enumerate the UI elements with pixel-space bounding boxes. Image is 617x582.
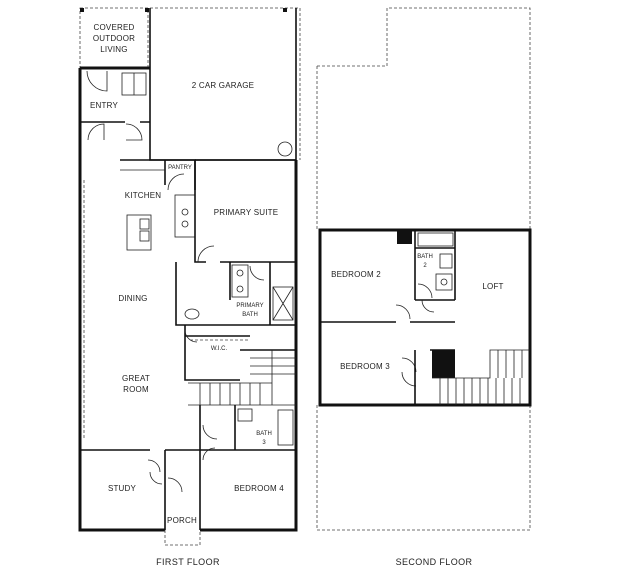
room-label-room: ROOM [123,385,149,394]
island-sink [139,218,150,230]
toilet [439,253,453,269]
room-label-outdoor: OUTDOOR [93,34,135,43]
chase [397,230,412,244]
stair-treads [250,357,296,375]
entry-door-swing [86,70,108,92]
room-label-wic: W.I.C. [211,346,228,352]
corner-post [145,8,149,12]
bathtub [277,409,294,446]
porch-door [167,477,183,493]
primary-bath-wall [175,262,296,326]
stair-wall [240,349,297,440]
room-label-bath3-number: 3 [262,440,266,446]
second-floor-labels: BEDROOM 2 BATH 2 LOFT BEDROOM 3 SECOND F… [331,254,503,567]
garage-outline [150,7,301,160]
room-label-living: LIVING [100,45,127,54]
vanity-sink [236,285,244,293]
room-label-garage: 2 CAR GARAGE [192,81,254,90]
study-door [147,459,161,473]
island-sink [139,230,150,242]
second-floor-exterior-wall [318,228,532,407]
double-vanity [231,264,249,298]
closet-door [184,329,198,343]
room-label-covered: COVERED [94,23,135,32]
door-swing [87,123,105,141]
vanity-sink [236,269,244,277]
first-floor-labels: COVERED OUTDOOR LIVING 2 CAR GARAGE ENTR… [90,23,284,567]
water-heater [277,141,293,157]
first-floor-caption: FIRST FLOOR [156,557,220,567]
bath3-wall [199,405,296,451]
stair-void [432,350,455,378]
porch-wall [164,450,201,530]
stair-rail [432,349,530,379]
bedroom-door [202,447,216,461]
bedroom2-door [395,304,411,320]
room-label-bedroom2: BEDROOM 2 [331,270,381,279]
cooktop-burner [181,208,189,216]
exterior-wall [78,68,298,532]
porch-outline [164,530,201,546]
room-label-bath3: BATH [256,431,272,437]
study-door [149,471,163,485]
hall-door [421,299,435,313]
room-label-bedroom3: BEDROOM 3 [340,362,390,371]
shower-cross [272,286,294,321]
corner-post [283,8,287,12]
cooktop-burner [181,220,189,228]
room-label-bath2-number: 2 [423,263,427,269]
second-floor-caption: SECOND FLOOR [396,557,473,567]
pantry-door [167,173,185,191]
room-label-great: GREAT [122,374,150,383]
vanity [435,273,453,291]
bedroom3-closet-door [401,371,417,387]
corner-post [80,8,84,12]
bathtub [417,232,454,247]
room-label-kitchen: KITCHEN [125,191,162,200]
room-label-porch: PORCH [167,516,197,525]
room-label-study: STUDY [108,484,137,493]
room-label-bedroom4: BEDROOM 4 [234,484,284,493]
closet-wall [184,325,250,381]
kitchen-island [126,214,152,251]
kitchen-counter [174,194,196,238]
room-label-bath: BATH [242,312,258,318]
stair-treads [199,383,261,405]
stair-treads [439,378,521,405]
room-label-loft: LOFT [482,282,503,291]
bath-door [417,283,433,299]
room-label-primary: PRIMARY [236,303,263,309]
first-floor-plan [78,7,301,546]
bath-door [202,424,218,440]
room-label-bath2: BATH [417,254,433,260]
room-label-pantry: PANTRY [168,165,192,171]
primary-suite-wall [194,159,296,263]
vanity-sink [440,278,448,286]
stair-treads [497,350,523,378]
toilet [184,308,200,320]
room-label-dining: DINING [118,294,147,303]
room-label-entry: ENTRY [90,101,118,110]
room-label-primary-suite: PRIMARY SUITE [214,208,279,217]
second-floor-plan [316,7,532,531]
bedroom3-door [401,357,417,373]
door-swing [125,123,143,141]
bath-door [249,265,265,281]
bedroom2-wall [320,230,416,323]
primary-suite-door [197,245,215,263]
roof-outline [316,7,531,531]
toilet [237,408,253,422]
